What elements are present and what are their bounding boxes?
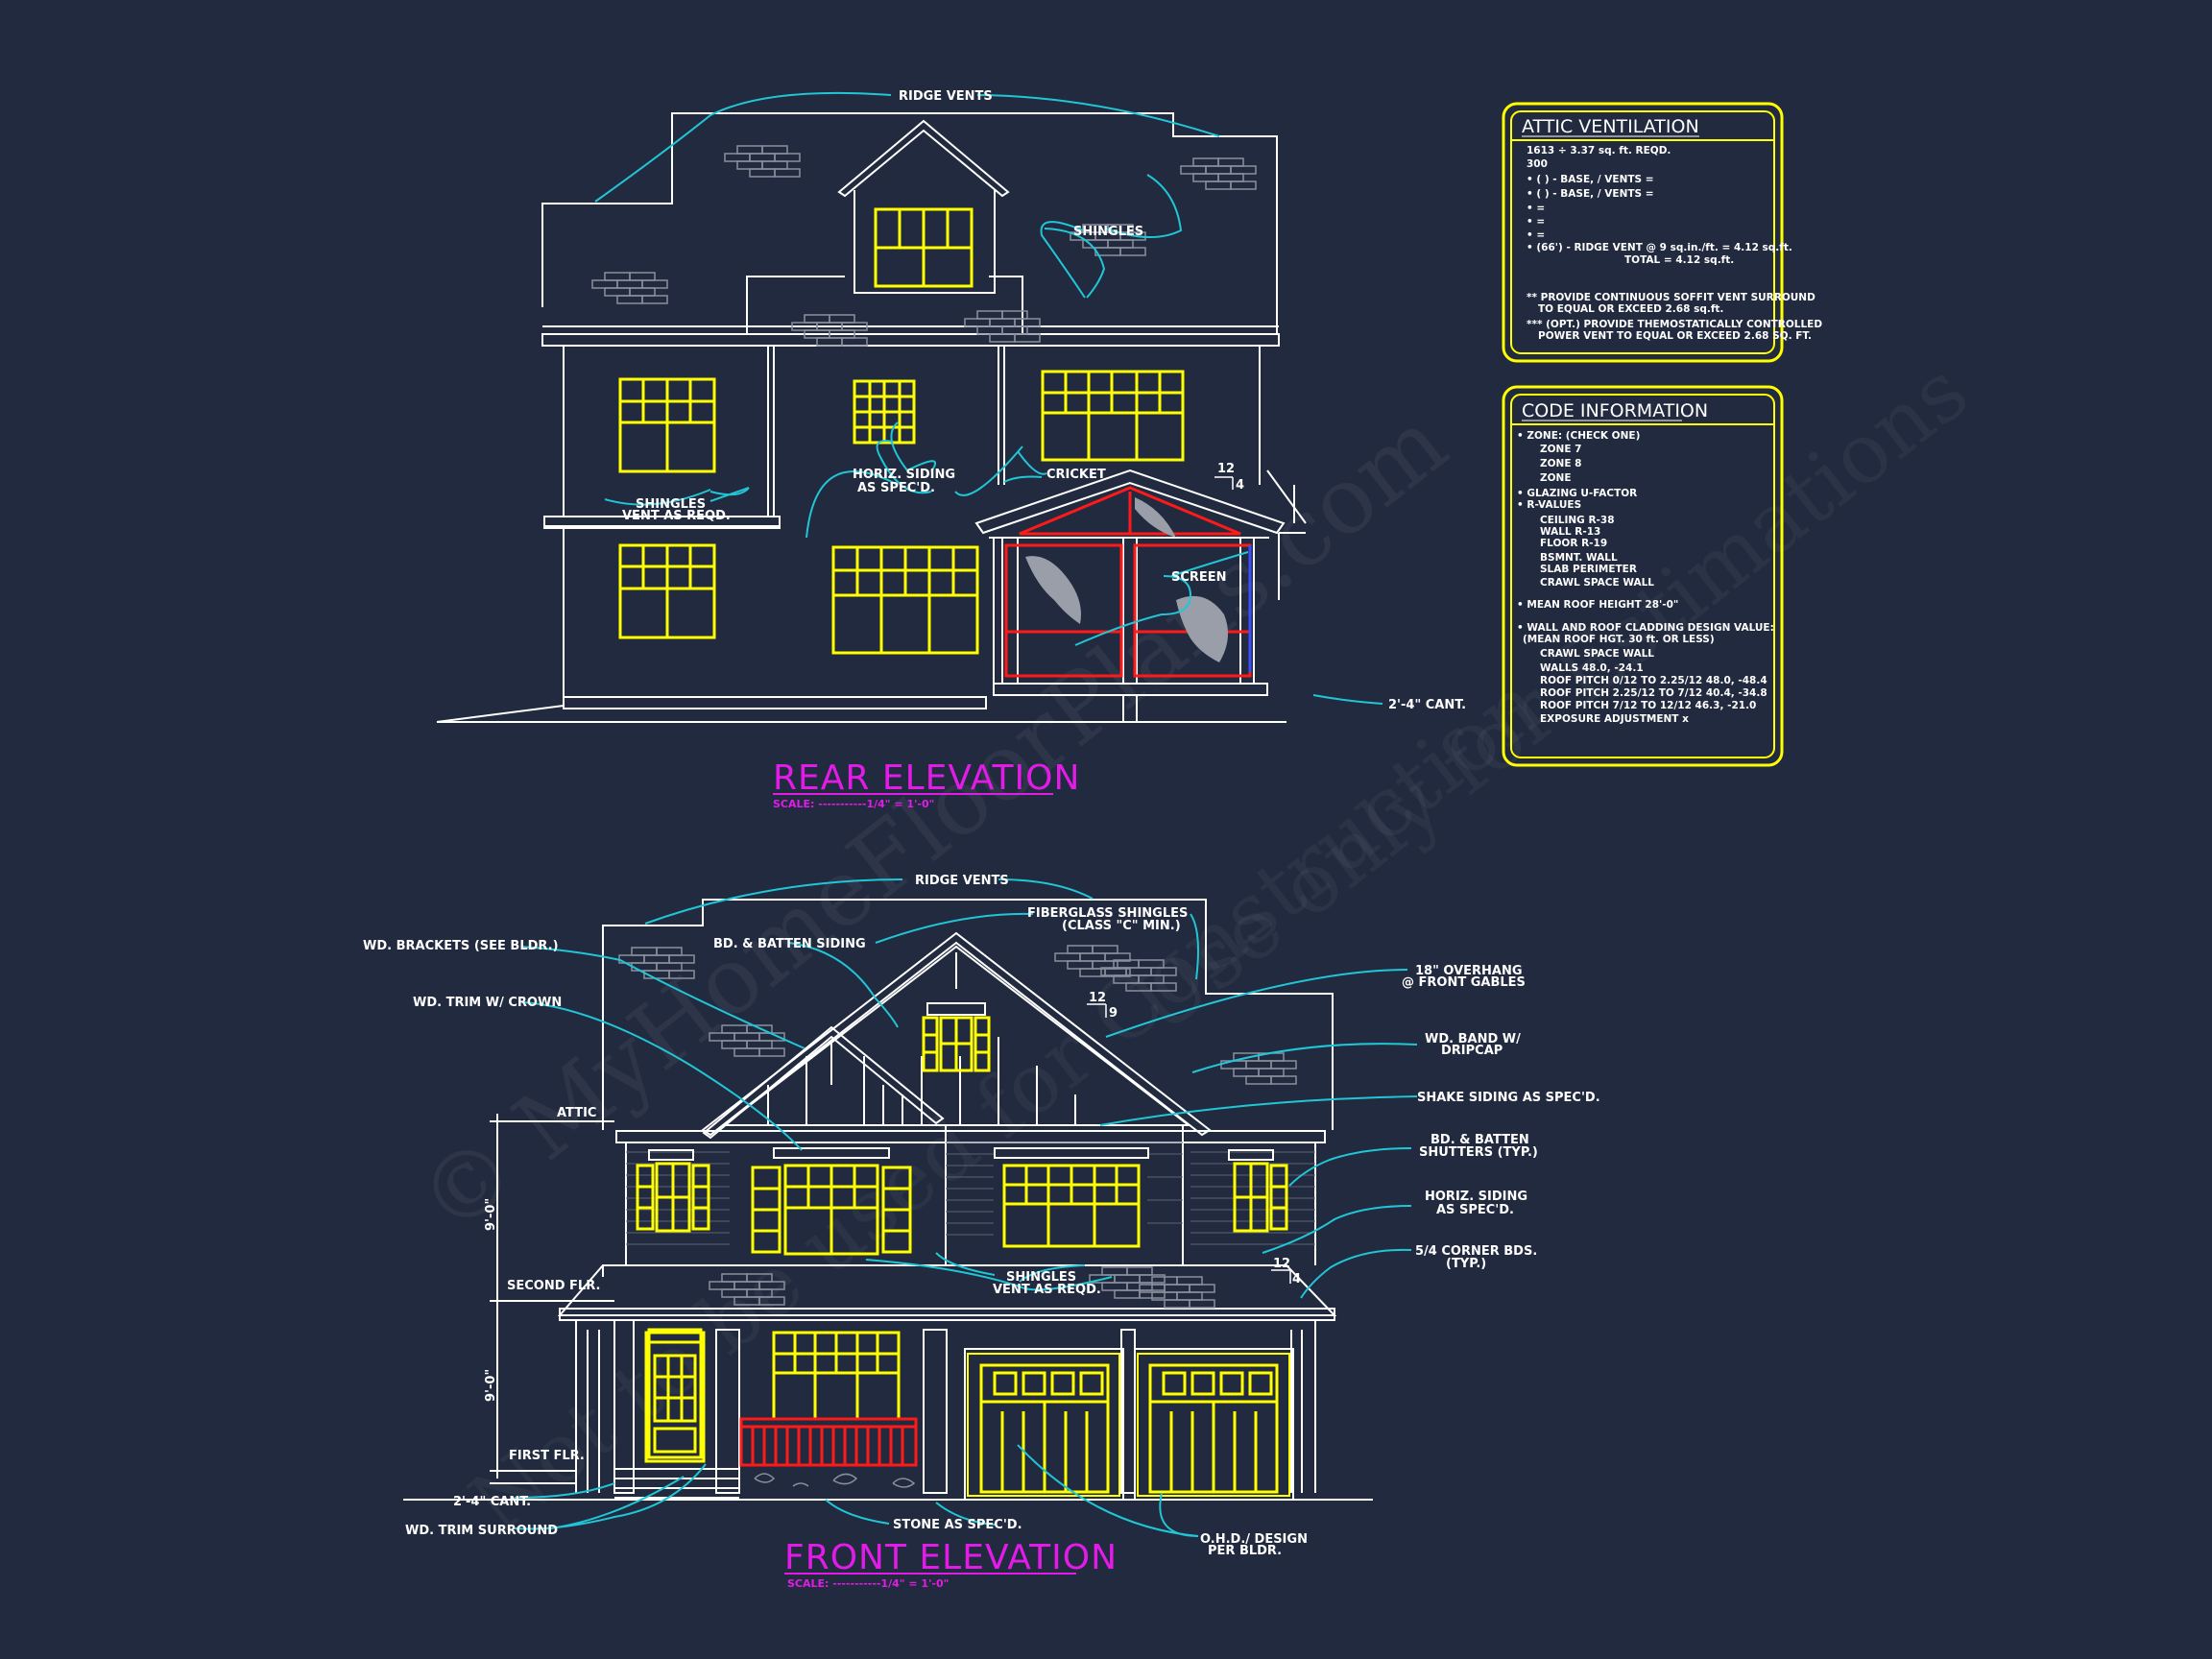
label-dim-upper: 9'-0"	[484, 1198, 498, 1231]
rear-windows	[618, 207, 1185, 655]
rear-screen-porch	[1004, 486, 1252, 678]
label-ridge-vents: RIDGE VENTS	[915, 874, 1009, 888]
code-line: FLOOR R-19	[1540, 538, 1607, 549]
label-shingles: SHINGLES	[1073, 225, 1143, 239]
label-horiz-siding-2: AS SPEC'D.	[1436, 1203, 1514, 1217]
label-cant: 2'-4" CANT.	[453, 1495, 531, 1509]
label-horiz-siding-2: AS SPEC'D.	[857, 481, 935, 495]
attic-line: • =	[1527, 229, 1545, 241]
code-line: • MEAN ROOF HEIGHT 28'-0"	[1517, 599, 1678, 611]
code-line: BSMNT. WALL	[1540, 552, 1618, 564]
label-ohd: O.H.D./ DESIGN	[1200, 1532, 1308, 1547]
code-line: CRAWL SPACE WALL	[1540, 648, 1654, 660]
code-line: ZONE	[1540, 472, 1572, 484]
front-windows	[636, 1016, 1290, 1497]
label-fiberglass-class: (CLASS "C" MIN.)	[1062, 919, 1181, 933]
label-pitch-rise: 12	[1089, 991, 1106, 1005]
label-wd-brackets: WD. BRACKETS (SEE BLDR.)	[363, 939, 559, 953]
label-porch-pitch-rise: 12	[1273, 1257, 1290, 1271]
label-wd-band: WD. BAND W/	[1425, 1032, 1521, 1046]
attic-note: ** PROVIDE CONTINUOUS SOFFIT VENT SURROU…	[1527, 292, 1815, 303]
label-wd-trim-crown: WD. TRIM W/ CROWN	[413, 996, 562, 1010]
code-line: ZONE 8	[1540, 458, 1581, 469]
code-line: CRAWL SPACE WALL	[1540, 577, 1654, 589]
label-ohd-2: PER BLDR.	[1208, 1544, 1282, 1558]
attic-note: TO EQUAL OR EXCEED 2.68 sq.ft.	[1538, 303, 1723, 315]
code-line: • WALL AND ROOF CLADDING DESIGN VALUE:	[1517, 622, 1774, 634]
label-shingles-vent: SHINGLES	[1006, 1270, 1076, 1285]
rear-elevation-scale: SCALE: -----------1/4" = 1'-0"	[773, 798, 934, 810]
label-porch-pitch-run: 4	[1292, 1272, 1301, 1286]
attic-line: • ( ) - BASE, / VENTS =	[1527, 188, 1654, 200]
front-elevation-scale: SCALE: -----------1/4" = 1'-0"	[787, 1577, 949, 1590]
attic-line: • (66') - RIDGE VENT @ 9 sq.in./ft. = 4.…	[1527, 242, 1792, 253]
label-second-flr: SECOND FLR.	[507, 1279, 600, 1293]
code-information-title: CODE INFORMATION	[1522, 400, 1708, 421]
attic-ventilation-title: ATTIC VENTILATION	[1522, 116, 1699, 137]
code-line: ROOF PITCH 7/12 TO 12/12 46.3, -21.0	[1540, 700, 1756, 711]
label-stone: STONE AS SPEC'D.	[893, 1518, 1022, 1532]
label-horiz-siding: HORIZ. SIDING	[853, 468, 955, 482]
attic-line: • ( ) - BASE, / VENTS =	[1527, 174, 1654, 185]
code-line: EXPOSURE ADJUSTMENT x	[1540, 713, 1689, 725]
label-pitch-run: 9	[1109, 1006, 1118, 1021]
front-annotations: RIDGE VENTS FIBERGLASS SHINGLES (CLASS "…	[363, 874, 1600, 1558]
label-horiz-siding: HORIZ. SIDING	[1425, 1190, 1527, 1204]
label-ridge-vents: RIDGE VENTS	[899, 89, 993, 104]
label-pitch-rise: 12	[1217, 462, 1235, 476]
attic-line: 300	[1527, 158, 1548, 170]
label-attic: ATTIC	[557, 1106, 596, 1120]
label-shutters-2: SHUTTERS (TYP.)	[1419, 1145, 1538, 1160]
label-shutters: BD. & BATTEN	[1431, 1133, 1529, 1147]
code-line: ROOF PITCH 2.25/12 TO 7/12 40.4, -34.8	[1540, 687, 1767, 699]
code-line: WALLS 48.0, -24.1	[1540, 662, 1644, 674]
attic-note: *** (OPT.) PROVIDE THEMOSTATICALLY CONTR…	[1527, 319, 1822, 330]
label-fiberglass-shingles: FIBERGLASS SHINGLES	[1027, 906, 1188, 921]
label-cant: 2'-4" CANT.	[1388, 698, 1466, 712]
label-wd-trim-surround: WD. TRIM SURROUND	[405, 1524, 558, 1538]
code-line: ROOF PITCH 0/12 TO 2.25/12 48.0, -48.4	[1540, 675, 1767, 686]
code-line: • ZONE: (CHECK ONE)	[1517, 430, 1640, 442]
attic-line: • =	[1527, 203, 1545, 214]
attic-line: • =	[1527, 216, 1545, 228]
attic-total: TOTAL = 4.12 sq.ft.	[1624, 254, 1734, 266]
code-information-panel: CODE INFORMATION • ZONE: (CHECK ONE) ZON…	[1502, 385, 1784, 767]
rear-elevation-title: REAR ELEVATION	[773, 758, 1080, 798]
label-shake-siding: SHAKE SIDING AS SPEC'D.	[1417, 1091, 1600, 1105]
code-line: CEILING R-38	[1540, 515, 1615, 526]
code-line: • GLAZING U-FACTOR	[1517, 488, 1637, 499]
label-wd-band-2: DRIPCAP	[1441, 1044, 1503, 1058]
rear-leader-lines	[594, 91, 1383, 705]
attic-line: 1613 ÷ 3.37 sq. ft. REQD.	[1527, 145, 1671, 156]
front-elevation-title: FRONT ELEVATION	[784, 1538, 1118, 1577]
code-line: SLAB PERIMETER	[1540, 564, 1637, 575]
code-line: ZONE 7	[1540, 444, 1581, 455]
code-line: (MEAN ROOF HGT. 30 ft. OR LESS)	[1523, 634, 1715, 645]
label-screen: SCREEN	[1171, 570, 1227, 585]
label-dim-lower: 9'-0"	[484, 1369, 498, 1402]
attic-ventilation-panel: ATTIC VENTILATION 1613 ÷ 3.37 sq. ft. RE…	[1502, 102, 1822, 363]
label-pitch-run: 4	[1236, 478, 1244, 493]
label-first-flr: FIRST FLR.	[509, 1449, 585, 1463]
label-corner-bds: 5/4 CORNER BDS.	[1415, 1244, 1537, 1259]
label-shingles-vent-2: VENT AS REQD.	[622, 509, 731, 523]
rear-elevation-drawing	[436, 112, 1307, 723]
label-shingles-vent-2: VENT AS REQD.	[993, 1283, 1101, 1297]
front-stone-base	[754, 1473, 916, 1488]
label-bd-batten-siding: BD. & BATTEN SIDING	[713, 937, 866, 951]
label-corner-bds-2: (TYP.)	[1446, 1257, 1486, 1271]
code-line: WALL R-13	[1540, 526, 1600, 538]
front-porch-railing	[739, 1417, 918, 1467]
label-cricket: CRICKET	[1046, 468, 1106, 482]
front-elevation-drawing	[403, 899, 1373, 1501]
rear-annotations: RIDGE VENTS SHINGLES HORIZ. SIDING AS SP…	[622, 89, 1466, 712]
code-line: • R-VALUES	[1517, 499, 1581, 511]
attic-note: POWER VENT TO EQUAL OR EXCEED 2.68 SQ. F…	[1538, 330, 1812, 342]
label-overhang: 18" OVERHANG	[1415, 964, 1523, 978]
label-overhang-2: @ FRONT GABLES	[1402, 975, 1526, 990]
label-shingles-vent: SHINGLES	[636, 497, 706, 512]
front-leader-lines	[514, 878, 1418, 1537]
